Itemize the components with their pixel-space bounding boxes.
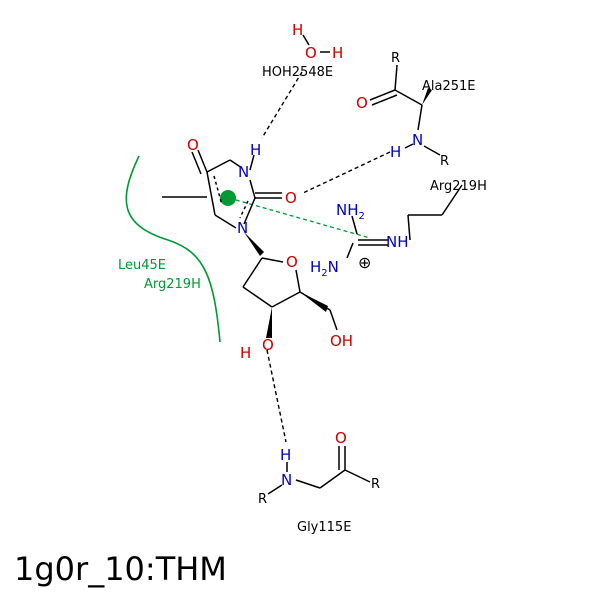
- residue-gly-label: Gly115E: [297, 520, 351, 535]
- ligand-h3: H: [250, 141, 261, 159]
- ala-n: N: [412, 131, 423, 149]
- diagram-title: 1g0r_10:THM: [14, 550, 227, 588]
- ala-hashed-wedge: [422, 88, 432, 105]
- arg-plus-charge: ⊕: [358, 253, 371, 272]
- hydrophobic-contact-arc: [125, 155, 221, 343]
- residue-arg-top-label: Arg219H: [430, 179, 487, 194]
- stereo-wedge-c3: [266, 307, 272, 338]
- stereo-wedge-glycosidic: [244, 232, 264, 256]
- ring-centroid: [220, 190, 236, 206]
- arg-nh2-top: NH2: [336, 201, 365, 222]
- residue-arg-side-label: Arg219H: [144, 277, 201, 292]
- arg-h2n: H2N: [310, 258, 339, 279]
- ligand-o4: O: [187, 136, 199, 154]
- ala-r2: R: [440, 154, 449, 169]
- gly-r1: R: [258, 492, 267, 507]
- ala-h: H: [390, 143, 401, 161]
- ligand-o3: O: [262, 336, 274, 354]
- gly-fragment-bonds: [267, 446, 371, 495]
- arg-nh2-top-sub: 2: [359, 211, 365, 222]
- water-bonds: [302, 34, 330, 53]
- water-o: O: [305, 44, 317, 62]
- ala-o: O: [356, 94, 368, 112]
- gly-r2: R: [371, 477, 380, 492]
- ala-fragment-bonds: [369, 64, 441, 156]
- residue-leu-label: Leu45E: [118, 258, 166, 273]
- ligand-n1: N: [237, 219, 248, 237]
- gly-o: O: [335, 429, 347, 447]
- ligand-n3: N: [238, 163, 249, 181]
- ligand-oh5: OH: [330, 332, 353, 350]
- arg-h2n-h: H: [310, 258, 321, 276]
- arg-nh: NH: [386, 233, 409, 251]
- hydrogen-bonds: [261, 71, 391, 443]
- ala-r1: R: [391, 51, 400, 66]
- residue-water-label: HOH2548E: [262, 65, 333, 80]
- arg-sidechain-bonds: [346, 184, 463, 259]
- ligand-o2: O: [285, 189, 297, 207]
- gly-h: H: [280, 446, 291, 464]
- ligand-o4prime: O: [286, 253, 298, 271]
- arg-h2n-sub: 2: [321, 268, 327, 279]
- ligand-bonds: [162, 149, 338, 331]
- water-h2: H: [332, 44, 343, 62]
- ligand-h-oh3: H: [240, 344, 251, 362]
- gly-n: N: [281, 471, 292, 489]
- arg-nh2-top-n: NH: [336, 201, 359, 219]
- water-h1: H: [292, 21, 303, 39]
- stereo-wedge-c4: [300, 292, 328, 312]
- arg-h2n-n: N: [328, 258, 339, 276]
- residue-ala-label: Ala251E: [422, 79, 476, 94]
